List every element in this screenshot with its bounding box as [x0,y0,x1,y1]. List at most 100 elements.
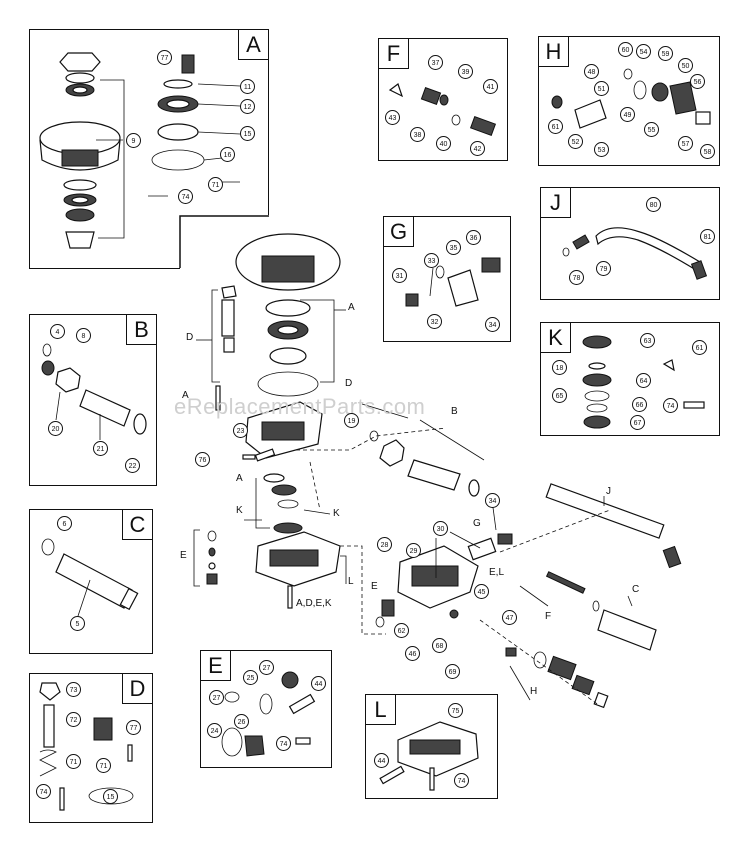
inset-d-parts [39,682,134,811]
callout-f39: 39 [458,64,473,79]
callout-l75: 75 [448,703,463,718]
callout-k67: 67 [630,415,645,430]
letter-ref: A,D,E,K [296,598,332,609]
letter-ref: D [186,332,194,343]
inset-label-k: K [541,323,571,353]
callout-e24: 24 [207,723,222,738]
callout-k18: 18 [552,360,567,375]
callout-f43: 43 [385,110,400,125]
inset-f-parts [388,83,497,137]
callout-a77: 77 [157,50,172,65]
callout-e44: 44 [311,676,326,691]
inset-label-a: A [238,30,268,60]
callout-j78: 78 [569,270,584,285]
letter-ref: K [333,508,340,519]
watermark: eReplacementParts.com [174,394,426,419]
callout-g32: 32 [427,314,442,329]
callout-a15: 15 [240,126,255,141]
inset-c-parts [41,538,139,617]
callout-h55: 55 [644,122,659,137]
letter-ref: E [180,550,187,561]
callout-f37: 37 [428,55,443,70]
callout-b20: 20 [48,421,63,436]
callout-e26: 26 [234,714,249,729]
letter-ref: H [530,686,538,697]
callout-b21: 21 [93,441,108,456]
callout-e27b: 27 [209,690,224,705]
callout-a12: 12 [240,99,255,114]
callout-k61: 61 [692,340,707,355]
inset-label-d: D [122,674,152,704]
callout-a16: 16 [220,147,235,162]
callout-h60: 60 [618,42,633,57]
callout-c6: 6 [57,516,72,531]
callout-k65: 65 [552,388,567,403]
inset-a-parts [39,52,241,249]
letter-ref: A [182,390,189,401]
callout-m30: 30 [433,521,448,536]
inset-h-parts [551,68,711,129]
callout-h52: 52 [568,134,583,149]
callout-m76: 76 [195,452,210,467]
callout-e27a: 27 [259,660,274,675]
callout-f40: 40 [436,136,451,151]
callout-m62: 62 [394,623,409,638]
callout-m47: 47 [502,610,517,625]
callout-l74: 74 [454,773,469,788]
callout-c5: 5 [70,616,85,631]
callout-a71: 71 [208,177,223,192]
callout-m34: 34 [485,493,500,508]
callout-m69: 69 [445,664,460,679]
callout-j81: 81 [700,229,715,244]
callout-m23: 23 [233,423,248,438]
callout-m45: 45 [474,584,489,599]
callout-d74: 74 [36,784,51,799]
inset-label-h: H [539,37,569,67]
callout-b22: 22 [125,458,140,473]
callout-h56: 56 [690,74,705,89]
inset-label-l: L [366,695,396,725]
callout-j79: 79 [596,261,611,276]
main-assembly [193,233,682,709]
inset-l-parts [379,721,479,791]
callout-h48: 48 [584,64,599,79]
callout-h53: 53 [594,142,609,157]
callout-d71b: 71 [96,758,111,773]
inset-b-parts [41,343,147,440]
letter-ref: G [473,518,481,529]
callout-a11: 11 [240,79,255,94]
callout-d73: 73 [66,682,81,697]
callout-g36: 36 [466,230,481,245]
letter-ref: L [348,576,354,587]
inset-g-parts [405,257,501,307]
letter-ref: D [345,378,353,389]
inset-label-j: J [541,188,571,218]
callout-h57: 57 [678,136,693,151]
callout-m19: 19 [344,413,359,428]
inset-label-b: B [126,315,156,345]
callout-k63: 63 [640,333,655,348]
callout-g31: 31 [392,268,407,283]
callout-l44: 44 [374,753,389,768]
inset-label-c: C [122,510,152,540]
inset-label-f: F [379,39,409,69]
inset-panel-k: K [540,322,720,436]
callout-f38: 38 [410,127,425,142]
letter-ref: A [348,302,355,313]
callout-h61: 61 [548,119,563,134]
callout-g34: 34 [485,317,500,332]
callout-m28: 28 [377,537,392,552]
inset-label-g: G [384,217,414,247]
inset-k-parts [582,335,705,429]
callout-b4: 4 [50,324,65,339]
letter-ref: F [545,611,552,622]
callout-g33: 33 [424,253,439,268]
inset-j-parts [562,227,708,280]
callout-h54: 54 [636,44,651,59]
callout-d77: 77 [126,720,141,735]
letter-ref: C [632,584,640,595]
callout-m68: 68 [432,638,447,653]
callout-h59: 59 [658,46,673,61]
callout-h58: 58 [700,144,715,159]
